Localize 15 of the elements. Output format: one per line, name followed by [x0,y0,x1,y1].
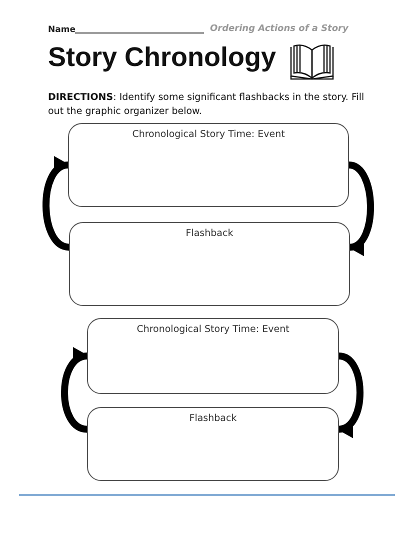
curved-arrow [61,350,89,433]
curved-arrow [337,352,364,435]
flashback-box [87,407,339,481]
box-heading: Chronological Story Time: Event [136,324,290,335]
event-box [68,123,349,207]
flashback-box [69,222,350,306]
box-heading: Chronological Story Time: Event [131,129,286,140]
directions-text: DIRECTIONS: Identify some significant flashbacks in the story. Fill out the graphic organizer below. [48,91,366,119]
name-label: Name [48,25,76,35]
worksheet-subtitle: Ordering Actions of a Story [210,24,348,34]
box-heading: Flashback [188,413,238,424]
event-box [87,318,339,394]
curved-arrow [42,159,70,251]
title: Story Chronology [48,42,276,73]
box-heading: Flashback [184,228,234,239]
